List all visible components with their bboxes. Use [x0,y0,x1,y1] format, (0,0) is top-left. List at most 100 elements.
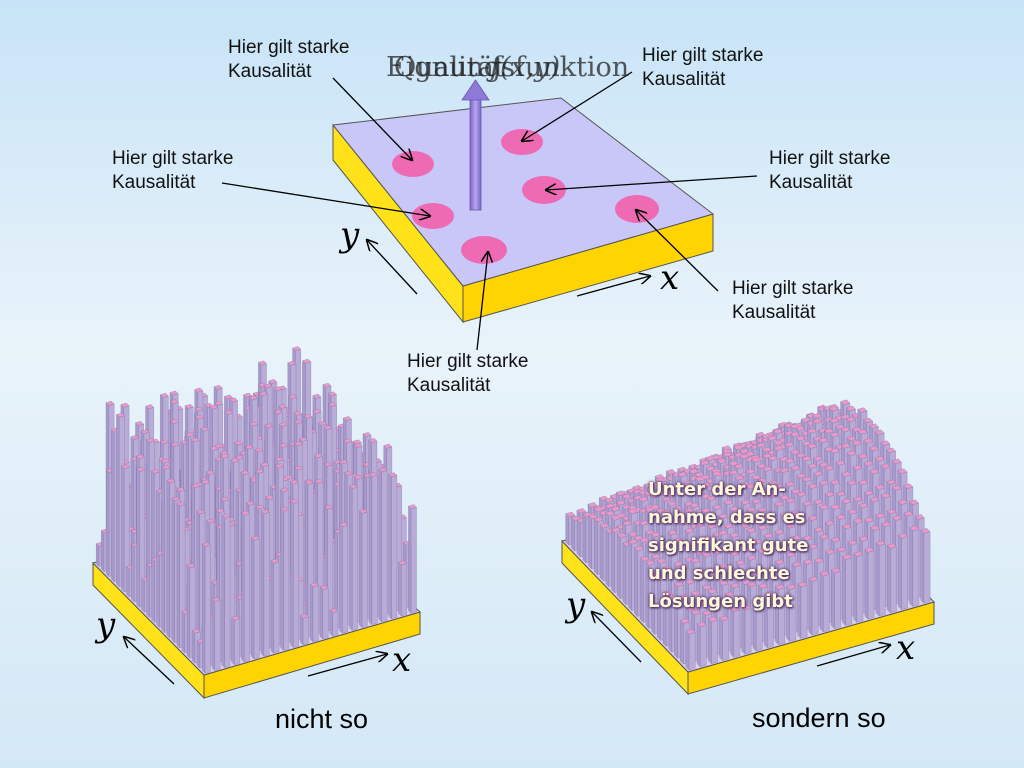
bar-face [868,423,879,429]
bar-face [657,575,667,581]
bar-face [343,416,352,421]
left-slab [92,346,421,700]
bar-face [293,411,303,416]
bar-face [729,550,740,557]
bar-face [213,385,223,390]
bar-face [679,594,690,600]
bar-face [151,558,155,623]
bar-face [774,559,785,565]
bar-face [293,419,303,425]
bar-face [808,543,819,550]
bar-face [769,574,780,581]
bar-face [191,630,196,664]
bar-face [808,515,818,521]
bar-face [802,559,813,565]
bar-face [701,551,712,558]
assumption-annotation: Unter der An- nahme, dass es signifikant… [648,479,809,612]
bar-face [293,501,299,648]
bar-face [679,565,690,571]
bar-face [763,591,774,597]
bar-face [312,585,319,643]
bar-face [830,537,841,543]
bar-face [847,509,858,515]
bar-face [582,513,587,564]
bar-face [802,476,812,482]
right-x-axis-label: x [896,628,916,668]
bar-face [136,454,145,459]
bar-face [645,541,656,548]
bar-face [344,470,353,476]
bar-face [739,453,750,460]
bar-face [824,491,835,497]
bar-face [688,632,696,671]
bar-face [757,477,767,484]
bar-face [126,566,130,598]
bar-face [673,581,684,587]
bar-face [780,511,790,518]
bar-face [869,496,880,503]
bar-face [813,499,824,505]
bar-face [802,535,813,541]
bar-face [211,597,221,603]
bar-face [176,502,180,649]
bar-face [758,583,769,589]
causality-spot [522,176,566,204]
bar-face [717,490,728,496]
pointer-arrows [221,71,758,351]
bar-face [723,523,734,529]
bar-face [349,484,358,489]
bar-face [605,510,616,517]
bar-face [352,439,362,445]
bar-face [735,539,746,545]
bar-face [381,470,388,623]
bar-face [611,527,622,533]
bar-face [836,546,847,553]
bar-face [768,455,778,461]
bar-face [194,406,204,412]
bar-face [701,507,712,514]
bar-face [268,379,278,384]
bar-face [740,499,751,505]
bar-face [757,507,768,513]
bar-face [245,500,255,506]
bar-face [146,563,150,618]
bar-face [302,358,312,364]
bar-face [650,511,661,517]
bar-face [616,532,627,538]
bar-face [829,417,840,424]
bar-face [190,437,200,443]
bar-face [790,449,801,455]
bar-face [260,510,265,657]
bar-face [565,513,569,546]
causality-spot [615,195,659,223]
bar-face [852,440,863,446]
pointer-arrow [476,252,488,351]
bar-face [774,529,785,535]
bar-face [185,432,195,438]
bar-face [912,528,920,607]
bar-face [808,576,819,582]
bar-face [368,473,373,626]
bar-face [684,508,695,514]
bar-face [763,568,774,574]
bar-face [711,619,718,664]
bar-face [706,495,717,502]
bar-face [706,485,717,492]
bar-face [290,479,299,485]
bar-face [818,462,829,468]
bar-face [201,479,211,485]
bar-face [221,513,231,519]
right-x-axis-arrow [816,645,890,667]
bar-face [136,466,146,472]
bar-face [361,511,368,628]
bar-face [733,444,744,451]
bar-face [136,468,140,608]
bar-face [852,464,863,471]
bar-face [130,435,140,440]
bar-face [746,507,757,513]
bar-face [651,553,661,560]
bar-face [639,537,650,543]
bar-face [135,421,144,426]
bar-face [740,522,751,529]
